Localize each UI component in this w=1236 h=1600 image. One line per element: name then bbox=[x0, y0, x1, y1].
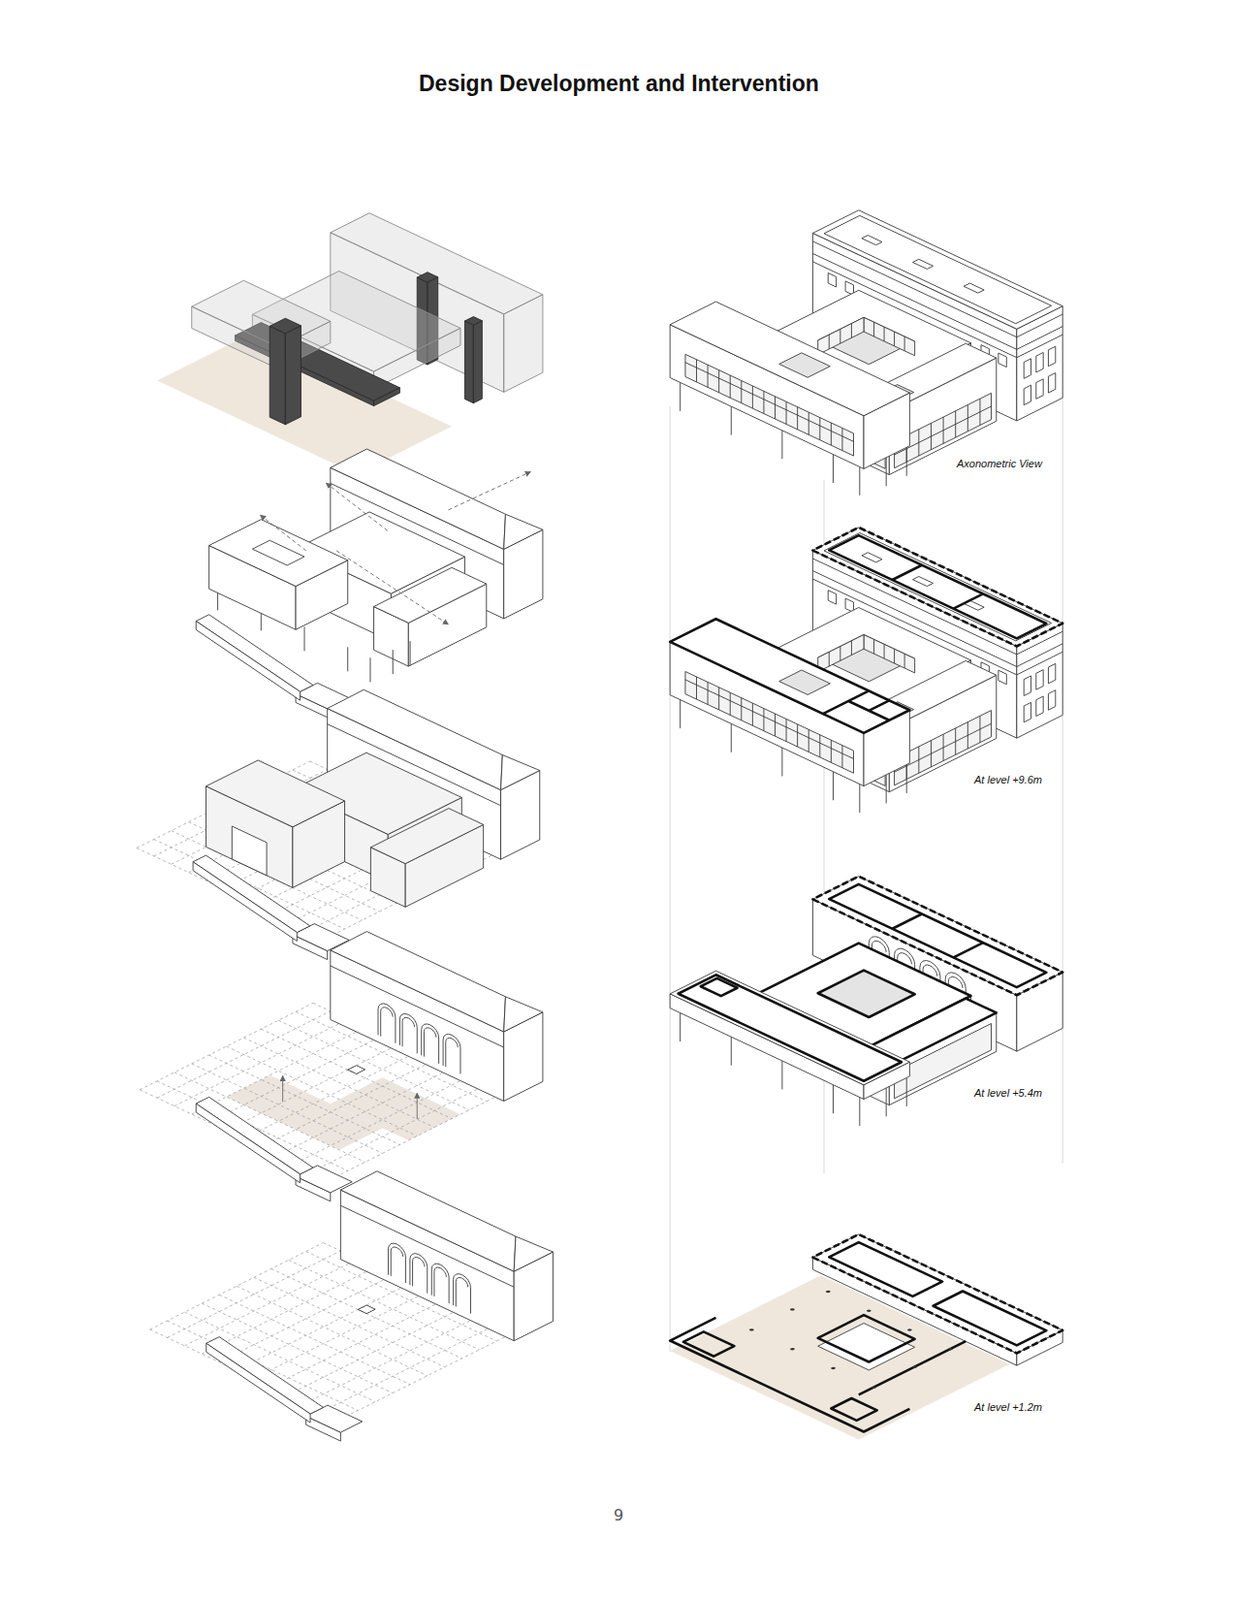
level-label: At level +1.2m bbox=[974, 1399, 1043, 1414]
illustration-use bbox=[206, 1336, 363, 1441]
concept-volumes bbox=[157, 213, 543, 475]
level-label-holder: At level +9.6m bbox=[974, 772, 1043, 787]
illustration-circle bbox=[911, 1364, 919, 1368]
illustration-circle bbox=[906, 1328, 914, 1332]
illustration-rect bbox=[330, 1077, 461, 1141]
level-label: At level +9.6m bbox=[974, 772, 1043, 787]
illustration-use bbox=[669, 210, 1063, 496]
site-grid-diagram bbox=[150, 1171, 554, 1441]
illustration-rect bbox=[231, 825, 267, 876]
illustration-path bbox=[891, 914, 983, 958]
illustration-line bbox=[282, 1075, 284, 1102]
illustration-use bbox=[295, 511, 487, 666]
illustration-rect bbox=[812, 527, 1063, 647]
level-label-holder: At level +5.4m bbox=[974, 1085, 1043, 1100]
illustration-rect bbox=[700, 978, 738, 996]
illustration-circle bbox=[829, 1365, 837, 1369]
illustration-rect bbox=[206, 760, 346, 827]
level-9-6-cut bbox=[669, 527, 1063, 813]
illustration-circle bbox=[824, 1289, 832, 1293]
illustration-use bbox=[195, 1096, 352, 1201]
axonometric-view bbox=[669, 210, 1063, 496]
illustration-rect bbox=[416, 272, 438, 283]
illustration-rect bbox=[464, 316, 482, 326]
view-label-holder: Axonometric View bbox=[956, 456, 1043, 471]
illustration-rect bbox=[828, 535, 1046, 638]
illustration-circle bbox=[865, 1308, 873, 1312]
illustration-circle bbox=[947, 1347, 954, 1351]
illustration-line bbox=[1062, 306, 1064, 1164]
illustration-path bbox=[823, 690, 910, 732]
illustration-line bbox=[325, 482, 387, 531]
illustration-use bbox=[292, 752, 484, 907]
illustration-circle bbox=[789, 1307, 796, 1311]
illustration-rect bbox=[830, 1397, 877, 1421]
illustration-rect bbox=[464, 320, 474, 404]
level-label-holder: At level +1.2m bbox=[974, 1399, 1043, 1414]
illustration-line bbox=[259, 514, 306, 551]
illustration-rect bbox=[678, 974, 902, 1080]
illustration-rect bbox=[683, 1331, 735, 1356]
illustration-rect bbox=[357, 1304, 376, 1314]
illustration-rect bbox=[669, 618, 910, 733]
level-label: At level +5.4m bbox=[974, 1085, 1043, 1100]
illustration-rect bbox=[269, 317, 301, 334]
level-1-2-cut bbox=[669, 1234, 1063, 1440]
illustration-path bbox=[669, 1268, 1007, 1432]
illustration-rect bbox=[818, 1314, 916, 1362]
ground-field-diagram bbox=[139, 931, 543, 1202]
illustration-rect bbox=[252, 539, 305, 566]
illustration-circle bbox=[748, 1328, 756, 1332]
illustration-rect bbox=[269, 325, 286, 424]
page-title-holder: Design Development and Intervention bbox=[418, 69, 820, 97]
illustration-rect bbox=[669, 970, 910, 1085]
illustration-rect bbox=[285, 325, 301, 425]
illustration-circle bbox=[789, 1347, 796, 1351]
illustration-line bbox=[669, 406, 671, 1352]
illustration-circle bbox=[870, 1385, 878, 1389]
page-number: 9 bbox=[613, 1505, 624, 1525]
illustration-g bbox=[748, 1289, 954, 1389]
illustration-line bbox=[416, 1092, 418, 1119]
illustration-rect bbox=[473, 320, 482, 404]
illustration-use bbox=[669, 527, 1063, 813]
circulation-diagram bbox=[195, 448, 543, 719]
illustration-path bbox=[891, 565, 983, 609]
illustration-use bbox=[192, 855, 349, 959]
illustration-line bbox=[447, 472, 531, 510]
illustration-rect bbox=[191, 280, 331, 348]
illustration-use bbox=[340, 1171, 553, 1341]
view-label: Axonometric View bbox=[956, 456, 1043, 471]
level-5-4-cut bbox=[669, 876, 1063, 1126]
illustration-line bbox=[336, 550, 448, 625]
massing-diagram bbox=[136, 689, 540, 959]
illustration-rect bbox=[818, 970, 916, 1017]
illustration-rect bbox=[348, 1065, 366, 1075]
illustration-rect bbox=[818, 970, 916, 1017]
page-number-holder: 9 bbox=[613, 1505, 624, 1525]
illustration-use bbox=[195, 614, 352, 719]
illustration-use bbox=[330, 931, 543, 1102]
page-title: Design Development and Intervention bbox=[418, 69, 820, 97]
